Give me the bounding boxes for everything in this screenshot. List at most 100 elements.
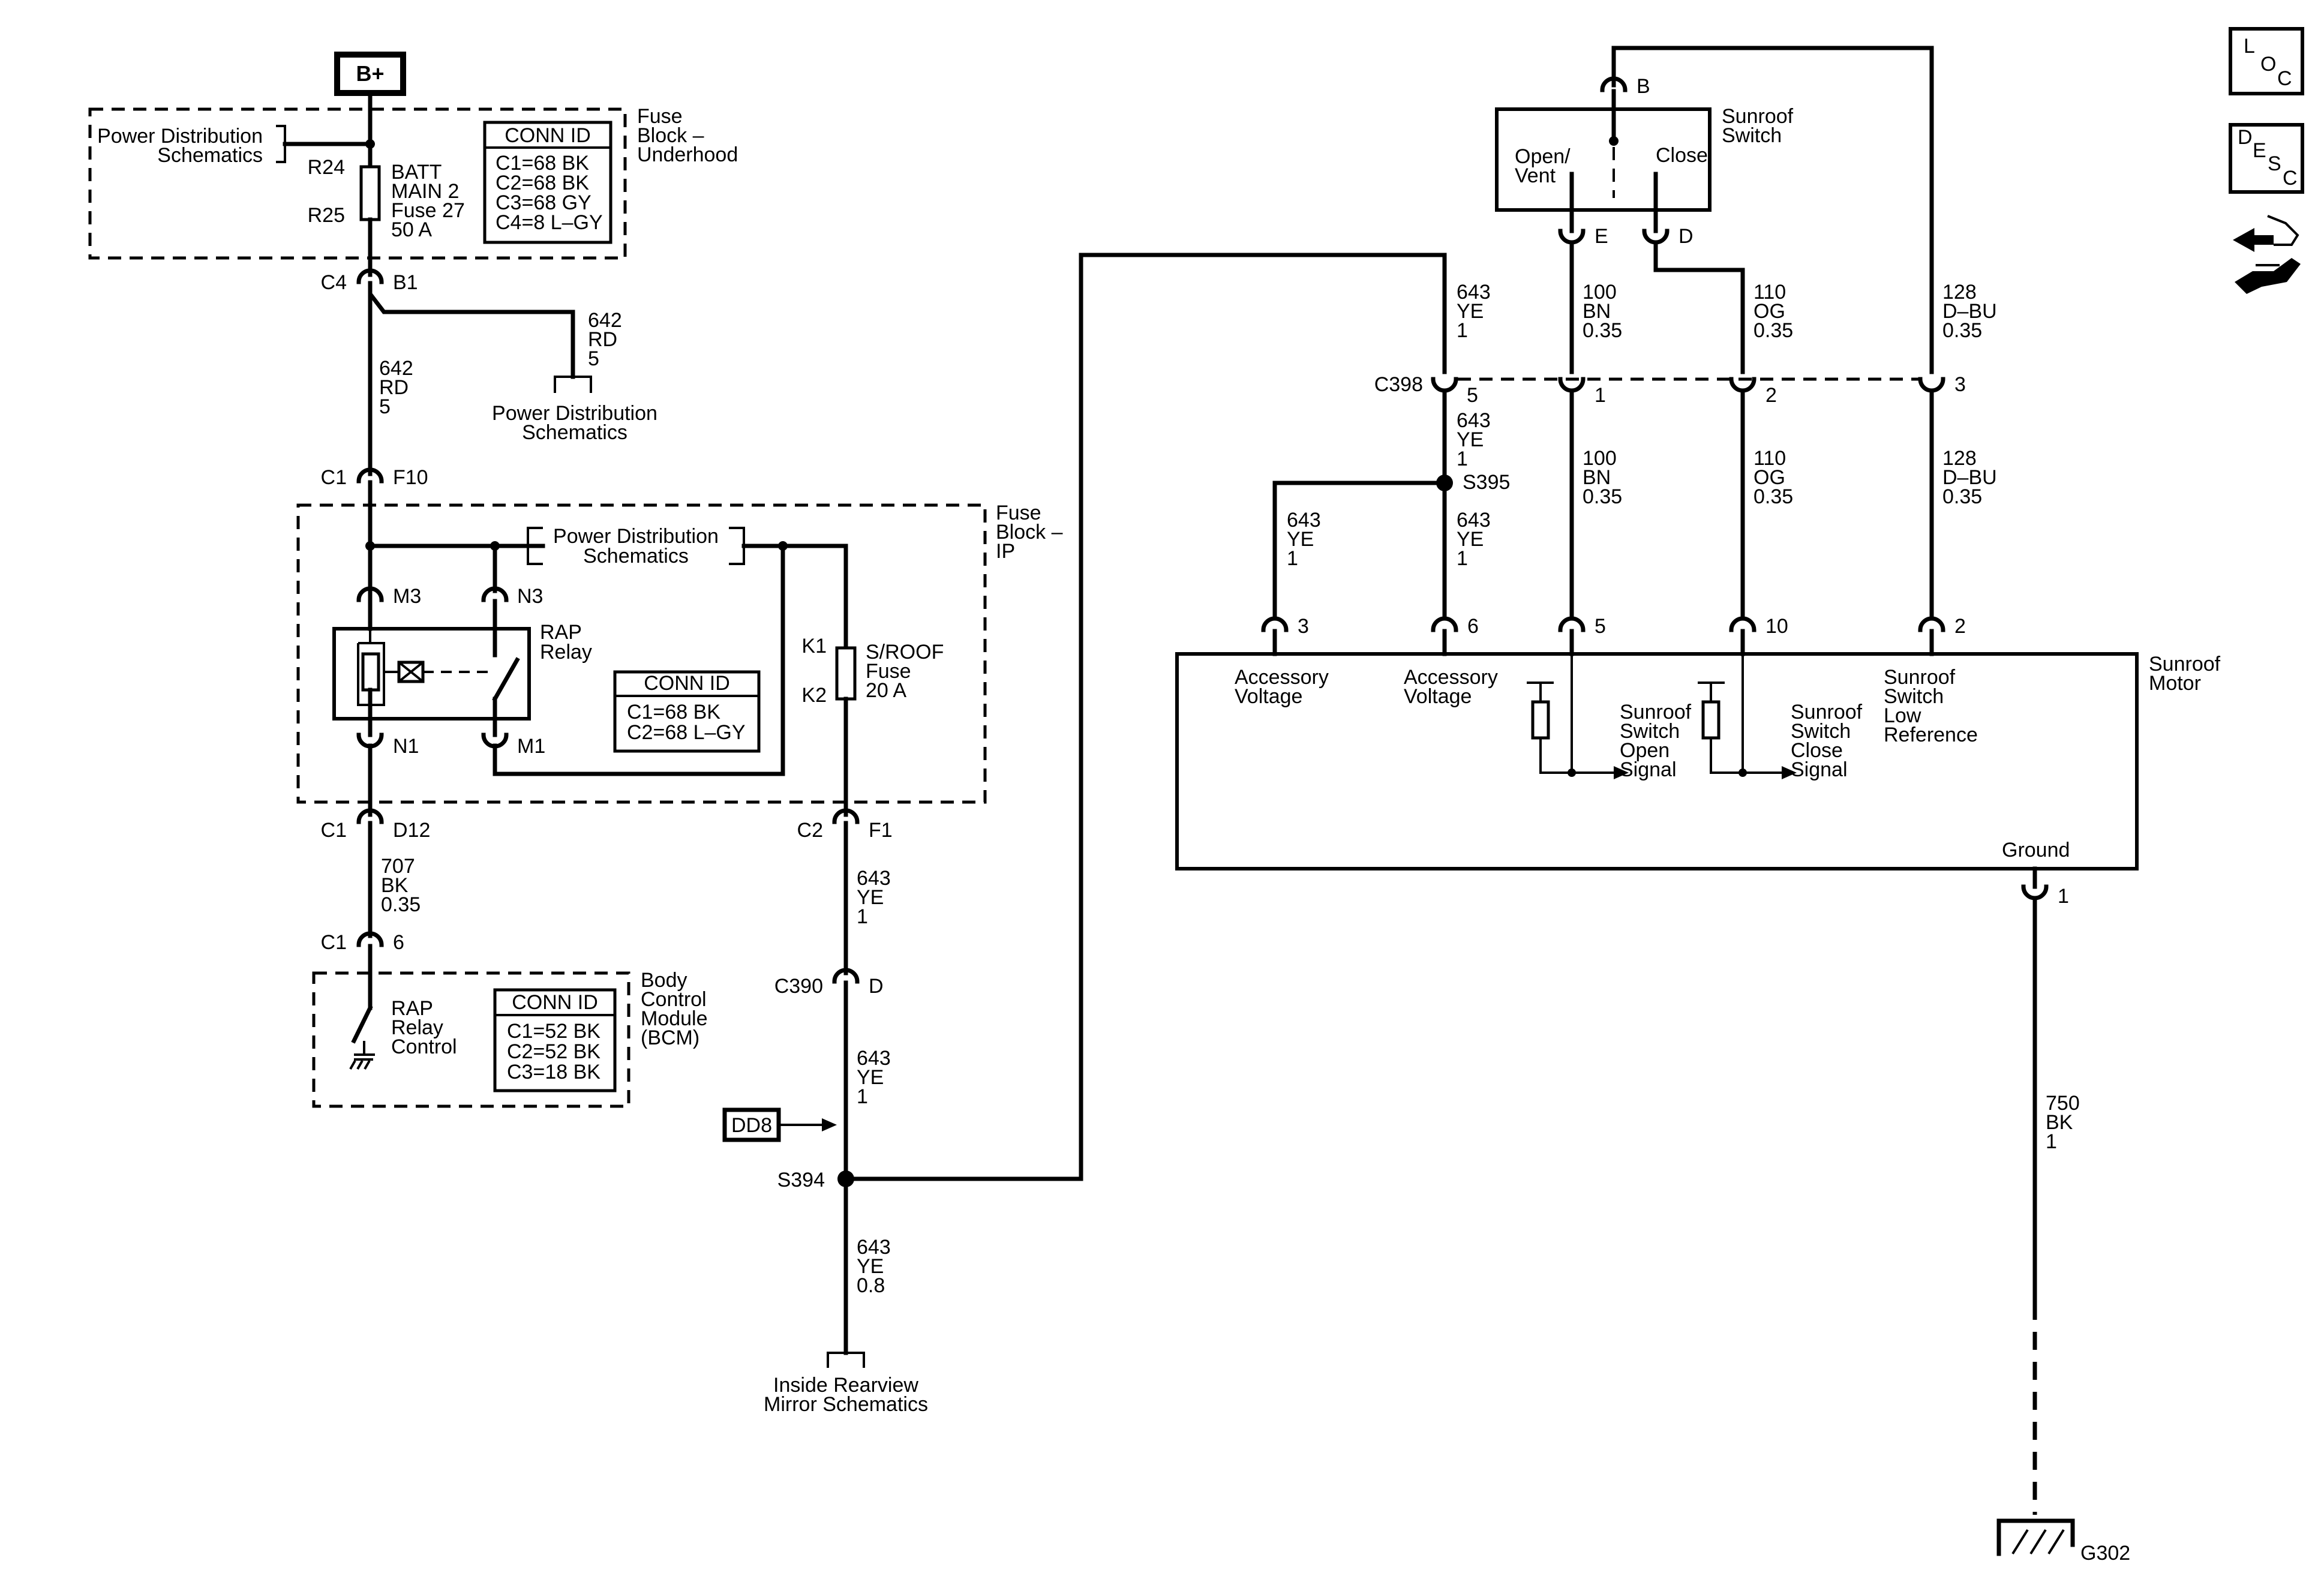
- wire-110b-gauge: 0.35: [1753, 485, 1793, 508]
- pds-reference-2[interactable]: Power Distribution Schematics: [492, 376, 657, 444]
- n3-label: N3: [517, 585, 543, 608]
- fuse-label-4: 50 A: [391, 218, 432, 241]
- s394-label: S394: [777, 1169, 825, 1191]
- wire-642a-color: RD: [379, 376, 409, 399]
- fuse-block-ip-title-3: IP: [996, 540, 1015, 563]
- sunroof-switch-title-2: Switch: [1722, 124, 1782, 147]
- close-signal-label: Sunroof: [1791, 701, 1863, 724]
- accessory-voltage-1b: Voltage: [1235, 685, 1302, 708]
- c398-label: C398: [1374, 373, 1423, 396]
- loc-c: C: [2277, 67, 2292, 90]
- open-signal-label-3: Open: [1620, 739, 1670, 762]
- wire-643f-circuit: 643: [1287, 509, 1321, 532]
- c398-pin2: 2: [1765, 384, 1777, 407]
- sunroof-motor-title: Sunroof: [2149, 653, 2221, 676]
- dd8-reference[interactable]: DD8: [722, 1107, 837, 1142]
- wire-100b-gauge: 0.35: [1583, 485, 1622, 508]
- sunroof-motor-box: [1175, 652, 2139, 870]
- ground-g302-icon: [1996, 1518, 2075, 1556]
- wire-643g-gauge: 1: [1457, 547, 1468, 570]
- fuse-label-1: BATT: [391, 161, 442, 184]
- wire-642a-circuit: 642: [379, 357, 413, 380]
- k2-label: K2: [801, 684, 827, 707]
- switch-d-label: D: [1679, 225, 1694, 248]
- f1-label: F1: [869, 819, 893, 842]
- open-signal-circuit: [1527, 654, 1629, 779]
- open-signal-label-4: Signal: [1620, 758, 1677, 781]
- wire-110a-circuit: 110: [1753, 281, 1786, 304]
- desc-d: D: [2238, 126, 2253, 149]
- rap-relay-control-label: RAP: [391, 997, 433, 1020]
- inside-rearview-mirror-reference[interactable]: Inside Rearview Mirror Schematics: [764, 1352, 928, 1416]
- battery-feed: B+: [334, 52, 406, 96]
- pds-label-2: Power Distribution: [492, 402, 657, 425]
- wire-750-color: BK: [2046, 1111, 2073, 1134]
- b1-label: B1: [393, 271, 418, 294]
- wire-643b-circuit: 643: [857, 1047, 891, 1070]
- wire-128b-color: D–BU: [1942, 466, 1997, 489]
- wire-643a-circuit: 643: [857, 867, 891, 890]
- wire-643f-color: YE: [1287, 528, 1314, 551]
- mirror-ref-label-2: Mirror Schematics: [764, 1393, 928, 1416]
- c390-d-label: D: [869, 975, 884, 998]
- wire-642b-gauge: 5: [588, 347, 599, 370]
- wire-643a-color: YE: [857, 886, 884, 909]
- wire-643c-color: YE: [857, 1255, 884, 1278]
- conn-id-underhood: CONN ID C1=68 BK C2=68 BK C3=68 GY C4=8 …: [483, 121, 612, 244]
- pds-label-2b: Schematics: [522, 421, 627, 444]
- conn-id-bcm: CONN ID C1=52 BK C2=52 BK C3=18 BK: [493, 988, 617, 1092]
- wire-100a-gauge: 0.35: [1583, 319, 1622, 342]
- c398-pin1: 1: [1595, 384, 1606, 407]
- sroof-fuse-symbol: [835, 646, 857, 701]
- close-signal-label-4: Signal: [1791, 758, 1848, 781]
- bcm-title: Body: [641, 969, 687, 992]
- low-reference-label-3: Low: [1884, 704, 1921, 727]
- wire-643c-circuit: 643: [857, 1236, 891, 1259]
- batt-main-fuse-symbol: [359, 165, 381, 221]
- connector-c1-f10: [356, 467, 384, 484]
- sroof-fuse-label-2: Fuse: [866, 660, 911, 683]
- conn-id-title: CONN ID: [505, 124, 591, 147]
- repair-hand-icon[interactable]: [2233, 215, 2301, 294]
- rap-relay-label-2: Relay: [540, 641, 592, 664]
- sroof-fuse-label: S/ROOF: [866, 641, 944, 664]
- sunroof-motor-title-2: Motor: [2149, 672, 2201, 695]
- switch-b-label: B: [1637, 75, 1650, 98]
- wire-642b-color: RD: [588, 328, 617, 351]
- conn-id-row: C2=52 BK: [507, 1040, 600, 1063]
- conn-id-row: C1=68 BK: [627, 701, 720, 724]
- bcm-title-2: Control: [641, 988, 707, 1011]
- rap-relay-control-label-3: Control: [391, 1035, 457, 1058]
- k1-label-text: K1: [801, 635, 827, 658]
- low-reference-label: Sunroof: [1884, 666, 1956, 689]
- motor-ground-label: Ground: [2002, 839, 2070, 861]
- locator-icon[interactable]: L O C: [2229, 27, 2304, 95]
- fuse-block-underhood-title: Fuse: [637, 105, 683, 128]
- description-icon[interactable]: D E S C: [2229, 123, 2304, 194]
- pds-reference-3[interactable]: Power Distribution Schematics: [527, 525, 745, 568]
- r25-label: R25: [308, 204, 345, 227]
- wire-643a-gauge: 1: [857, 905, 868, 928]
- accessory-voltage-1: Accessory: [1235, 666, 1329, 689]
- wire-643b-color: YE: [857, 1066, 884, 1089]
- conn-id-row: C4=8 L–GY: [496, 211, 603, 234]
- wire-750-gauge: 1: [2046, 1130, 2057, 1153]
- wire-128a-gauge: 0.35: [1942, 319, 1982, 342]
- wire-643d-gauge: 1: [1457, 319, 1468, 342]
- s395-label: S395: [1463, 471, 1510, 494]
- close-label: Close: [1656, 144, 1708, 167]
- wire-110b-color: OG: [1753, 466, 1785, 489]
- motor-pin3: 3: [1298, 615, 1309, 638]
- pds-reference-1[interactable]: Power Distribution Schematics: [97, 125, 286, 167]
- bcm-title-3: Module: [641, 1007, 708, 1030]
- open-vent-label-2: Vent: [1515, 164, 1556, 187]
- rap-relay-label: RAP: [540, 621, 582, 644]
- wire-707-circuit: 707: [381, 855, 415, 878]
- wire-128b-gauge: 0.35: [1942, 485, 1982, 508]
- accessory-voltage-2: Accessory: [1404, 666, 1498, 689]
- wire-707-gauge: 0.35: [381, 893, 421, 916]
- wire-643g-circuit: 643: [1457, 509, 1491, 532]
- wire-128b-circuit: 128: [1942, 447, 1977, 470]
- accessory-voltage-2b: Voltage: [1404, 685, 1472, 708]
